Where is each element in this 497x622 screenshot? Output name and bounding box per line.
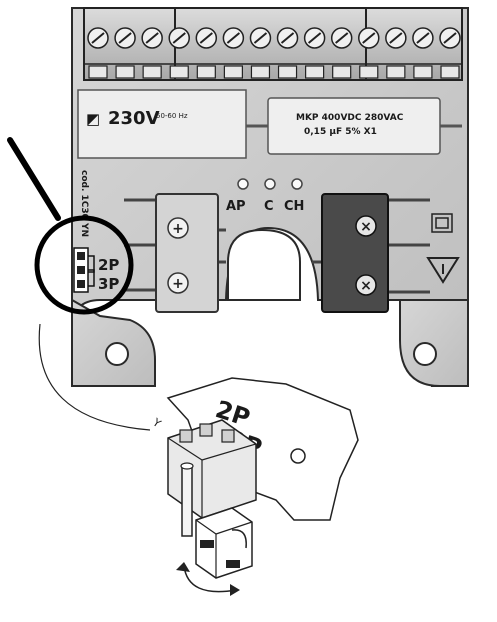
terminal-wire-slot [305,65,325,79]
detail-pin [181,465,193,537]
terminal-screw-slot [443,32,457,44]
terminal-wire-slot [332,65,352,79]
connector-left-screw-bottom-icon [167,272,189,294]
relay-symbol-icon: ◩ [86,110,100,128]
relay-frequency: 50-60 Hz [156,112,188,120]
capacitor-line-2: 0,15 µF 5% X1 [304,127,377,137]
mounting-hole-right [413,342,437,366]
magnifier-icon [7,137,134,315]
terminal-screw-slot [362,32,376,44]
terminal-screw-slot [226,32,241,44]
terminal-wire-slot [169,65,189,79]
led-ap [237,178,249,190]
terminal-screw-slot [280,32,295,44]
detail-view: Y 2P 3P [149,377,359,596]
connector-left-screw-top-icon [167,217,189,239]
svg-text:×: × [360,278,372,294]
terminal-wire-slot [440,65,460,79]
terminal-screw-slot [172,32,186,44]
terminal-wire-slot [115,65,135,79]
terminal-wire-slot [413,65,433,79]
svg-text:+: + [172,276,184,292]
terminal-block [83,7,463,81]
led-label-ap: AP [226,199,246,214]
led-c [264,178,276,190]
terminal-screw-slot [91,32,105,44]
detail-jumper-cap [195,507,253,579]
terminal-screw-slot [145,32,159,44]
terminal-screw-slot [118,32,132,44]
terminal-wire-slot [250,65,271,79]
capacitor-line-1: MKP 400VDC 280VAC [296,113,404,123]
terminal-screw-slot [416,32,430,44]
svg-text:+: + [172,221,184,237]
terminal-wire-slot [142,65,162,79]
connector-left: + + [124,193,226,313]
mounting-hole-left [105,342,129,366]
svg-text:×: × [360,219,372,235]
rotation-arrow-icon [183,565,237,593]
board-jumper-label-3p: 3P [98,275,119,293]
terminal-wire-slot [88,65,108,79]
terminal-screw-slot [253,32,268,44]
relay: ◩ 230V 50-60 Hz [77,89,247,159]
board-cutout [227,228,301,301]
terminal-screw-slot [307,32,322,44]
led-ch [291,178,303,190]
option-code: cod. 1C30 YN [79,170,89,237]
terminal-wire-slot [386,65,406,79]
board-jumper-label-2p: 2P [98,256,119,274]
warning-triangle-icon [426,257,460,284]
led-group: AP C CH [226,178,304,214]
double-insulation-icon [431,213,453,233]
pcb-ear-right [399,299,469,387]
detail-corner-letter: Y [149,415,163,430]
terminal-wire-slot [359,65,379,79]
led-label-c: C [264,199,274,214]
connector-right-screw-bottom-icon [355,274,377,296]
detail-hole-icon [290,448,306,464]
capacitor: MKP 400VDC 280VAC 0,15 µF 5% X1 [246,97,462,155]
terminal-wire-slot [223,65,243,79]
terminal-screw-slot [199,32,213,44]
terminal-wire-slot [196,65,216,79]
terminal-screw-slot [389,32,403,44]
callout-line [38,323,151,431]
connector-right: × × [312,193,430,313]
led-label-ch: CH [284,199,304,214]
terminal-screw-slot [335,32,349,44]
board-jumper: 2P 3P [73,247,119,293]
relay-rating: 230V [108,108,160,129]
detail-jumper-header [167,419,257,519]
connector-right-screw-top-icon [355,215,377,237]
terminal-wire-slot [277,65,298,79]
